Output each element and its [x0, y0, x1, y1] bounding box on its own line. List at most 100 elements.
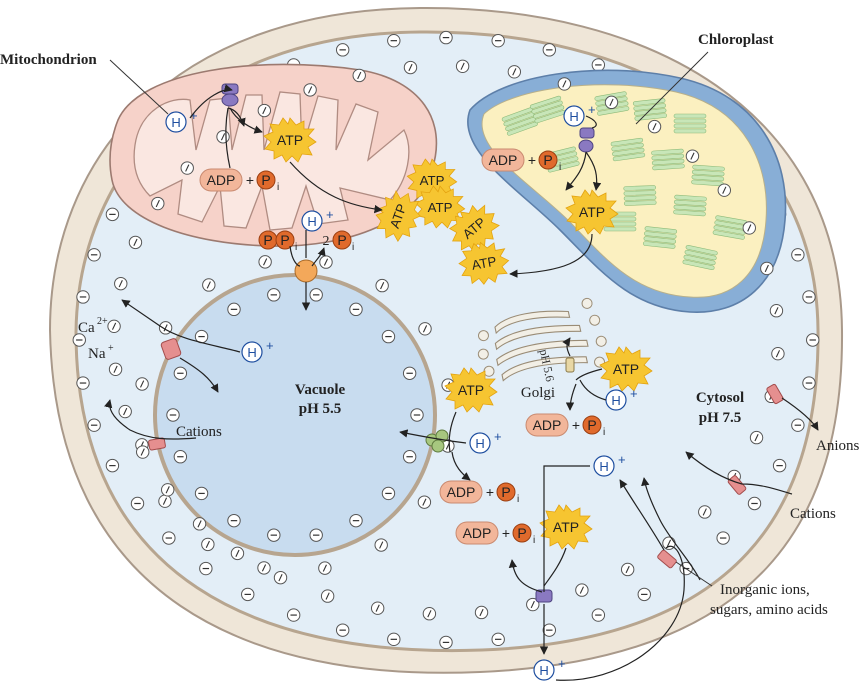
svg-text:P: P	[263, 232, 272, 248]
svg-text:ATP: ATP	[470, 254, 497, 273]
thylakoid-stack	[673, 194, 707, 217]
wall-charge-icon	[387, 33, 401, 48]
svg-text:i: i	[352, 242, 354, 253]
wall-charge-icon	[76, 376, 90, 390]
thylakoid-stack	[651, 148, 685, 171]
tonoplast-charge-icon	[166, 408, 180, 422]
membrane-charge-icon	[180, 161, 194, 175]
tonoplast-outer-charge-icon	[417, 495, 432, 509]
membrane-charge-icon	[760, 261, 774, 276]
wall-charge-icon	[387, 632, 401, 647]
svg-text:Na: Na	[88, 346, 106, 362]
membrane-charge-icon	[557, 77, 572, 91]
membrane-charge-icon	[620, 562, 635, 577]
tonoplast-charge-icon	[402, 366, 417, 381]
golgi-label: Golgi	[521, 385, 555, 401]
wall-charge-icon	[87, 248, 101, 262]
thylakoid-stack	[643, 226, 678, 249]
svg-text:i: i	[277, 182, 279, 193]
cytosol-ph-label: pH 7.5	[699, 410, 742, 426]
svg-text:+: +	[618, 452, 626, 467]
membrane-charge-icon	[685, 149, 700, 163]
vacuole-ca-antiporter-icon	[160, 338, 182, 360]
tonoplast-charge-icon	[381, 329, 396, 344]
h-ion-ppase: H +	[301, 207, 334, 232]
chloro-atp-synthase-icon	[578, 127, 595, 153]
svg-text:ATP: ATP	[553, 519, 579, 535]
membrane-charge-icon	[507, 65, 522, 79]
svg-text:+: +	[108, 343, 114, 354]
membrane-charge-icon	[769, 303, 784, 318]
svg-text:H: H	[247, 345, 256, 360]
tonoplast-outer-charge-icon	[135, 377, 149, 391]
svg-text:P: P	[543, 152, 552, 168]
atp-chloro: ATP	[565, 189, 619, 235]
tonoplast-charge-icon	[194, 486, 209, 501]
svg-text:P: P	[280, 232, 289, 248]
tonoplast-outer-charge-icon	[374, 538, 388, 552]
membrane-charge-icon	[742, 221, 757, 235]
wall-charge-icon	[76, 290, 90, 304]
svg-text:P: P	[261, 172, 270, 188]
wall-charge-icon	[439, 635, 453, 650]
mitochondrion	[109, 63, 438, 247]
membrane-charge-icon	[216, 130, 230, 144]
svg-text:P: P	[587, 417, 596, 433]
wall-charge-icon	[199, 561, 213, 576]
golgi-ph-label: pH 5.6	[537, 348, 557, 383]
membrane-charge-icon	[192, 517, 207, 531]
wall-charge-icon	[772, 458, 787, 473]
membrane-charge-icon	[303, 83, 317, 97]
svg-text:+: +	[326, 207, 334, 222]
vacuole-ph-label: pH 5.5	[299, 401, 342, 417]
tonoplast-charge-icon	[381, 486, 396, 501]
wall-charge-icon	[105, 207, 120, 222]
adp-pi-golgi: ADP + P i	[525, 413, 605, 438]
svg-text:ATP: ATP	[613, 361, 639, 377]
chloroplast	[467, 69, 787, 313]
tonoplast-outer-charge-icon	[158, 494, 172, 508]
wall-charge-icon	[542, 43, 557, 57]
thylakoid-stack	[623, 185, 657, 206]
thylakoid-stack	[529, 95, 566, 124]
wall-charge-icon	[805, 333, 820, 347]
svg-text:i: i	[295, 242, 297, 253]
atp-cytosol-5: ATP	[455, 237, 513, 289]
wall-charge-icon	[637, 587, 652, 602]
membrane-charge-icon	[771, 346, 785, 361]
h-ion-vacuole-pump: H +	[469, 429, 502, 454]
atp-cytosol-2: ATP	[414, 185, 466, 229]
tonoplast	[153, 273, 437, 557]
vacuole-label: Vacuole	[295, 382, 346, 398]
arrows	[104, 84, 819, 681]
tonoplast-charge-icon	[349, 302, 363, 317]
membrane-charge-icon	[717, 183, 732, 197]
adp-pi-pm: ADP + P i	[455, 521, 535, 546]
wall-charge-icon	[87, 418, 101, 432]
h-ion-ca-antiport: H +	[241, 338, 274, 363]
ca-label: Ca 2+	[78, 316, 108, 336]
wall-charge-icon	[240, 587, 255, 602]
membrane-charge-icon	[422, 606, 437, 621]
svg-text:ATP: ATP	[428, 200, 453, 215]
tonoplast-outer-charge-icon	[319, 255, 333, 269]
wall-charge-icon	[591, 608, 606, 622]
svg-text:ADP: ADP	[207, 172, 236, 188]
pm-symporter-icon	[657, 549, 677, 569]
thylakoid-stack	[712, 215, 748, 240]
membrane-charge-icon	[118, 404, 132, 419]
wall-charge-icon	[130, 496, 145, 511]
two-pi: 2 P i	[323, 230, 354, 253]
atp-pm: ATP	[539, 504, 593, 550]
h-ion-outside: H +	[533, 656, 566, 681]
svg-text:i: i	[533, 535, 535, 546]
adp-pi-vacuole: ADP + P i	[439, 480, 519, 505]
anions-label: Anions	[816, 438, 860, 454]
inorganic-label-line2: sugars, amino acids	[710, 602, 828, 618]
wall-charge-icon	[791, 248, 805, 262]
svg-text:H: H	[307, 214, 316, 229]
svg-text:+: +	[502, 525, 510, 541]
wall-charge-icon	[591, 58, 606, 72]
svg-text:2+: 2+	[97, 316, 108, 327]
